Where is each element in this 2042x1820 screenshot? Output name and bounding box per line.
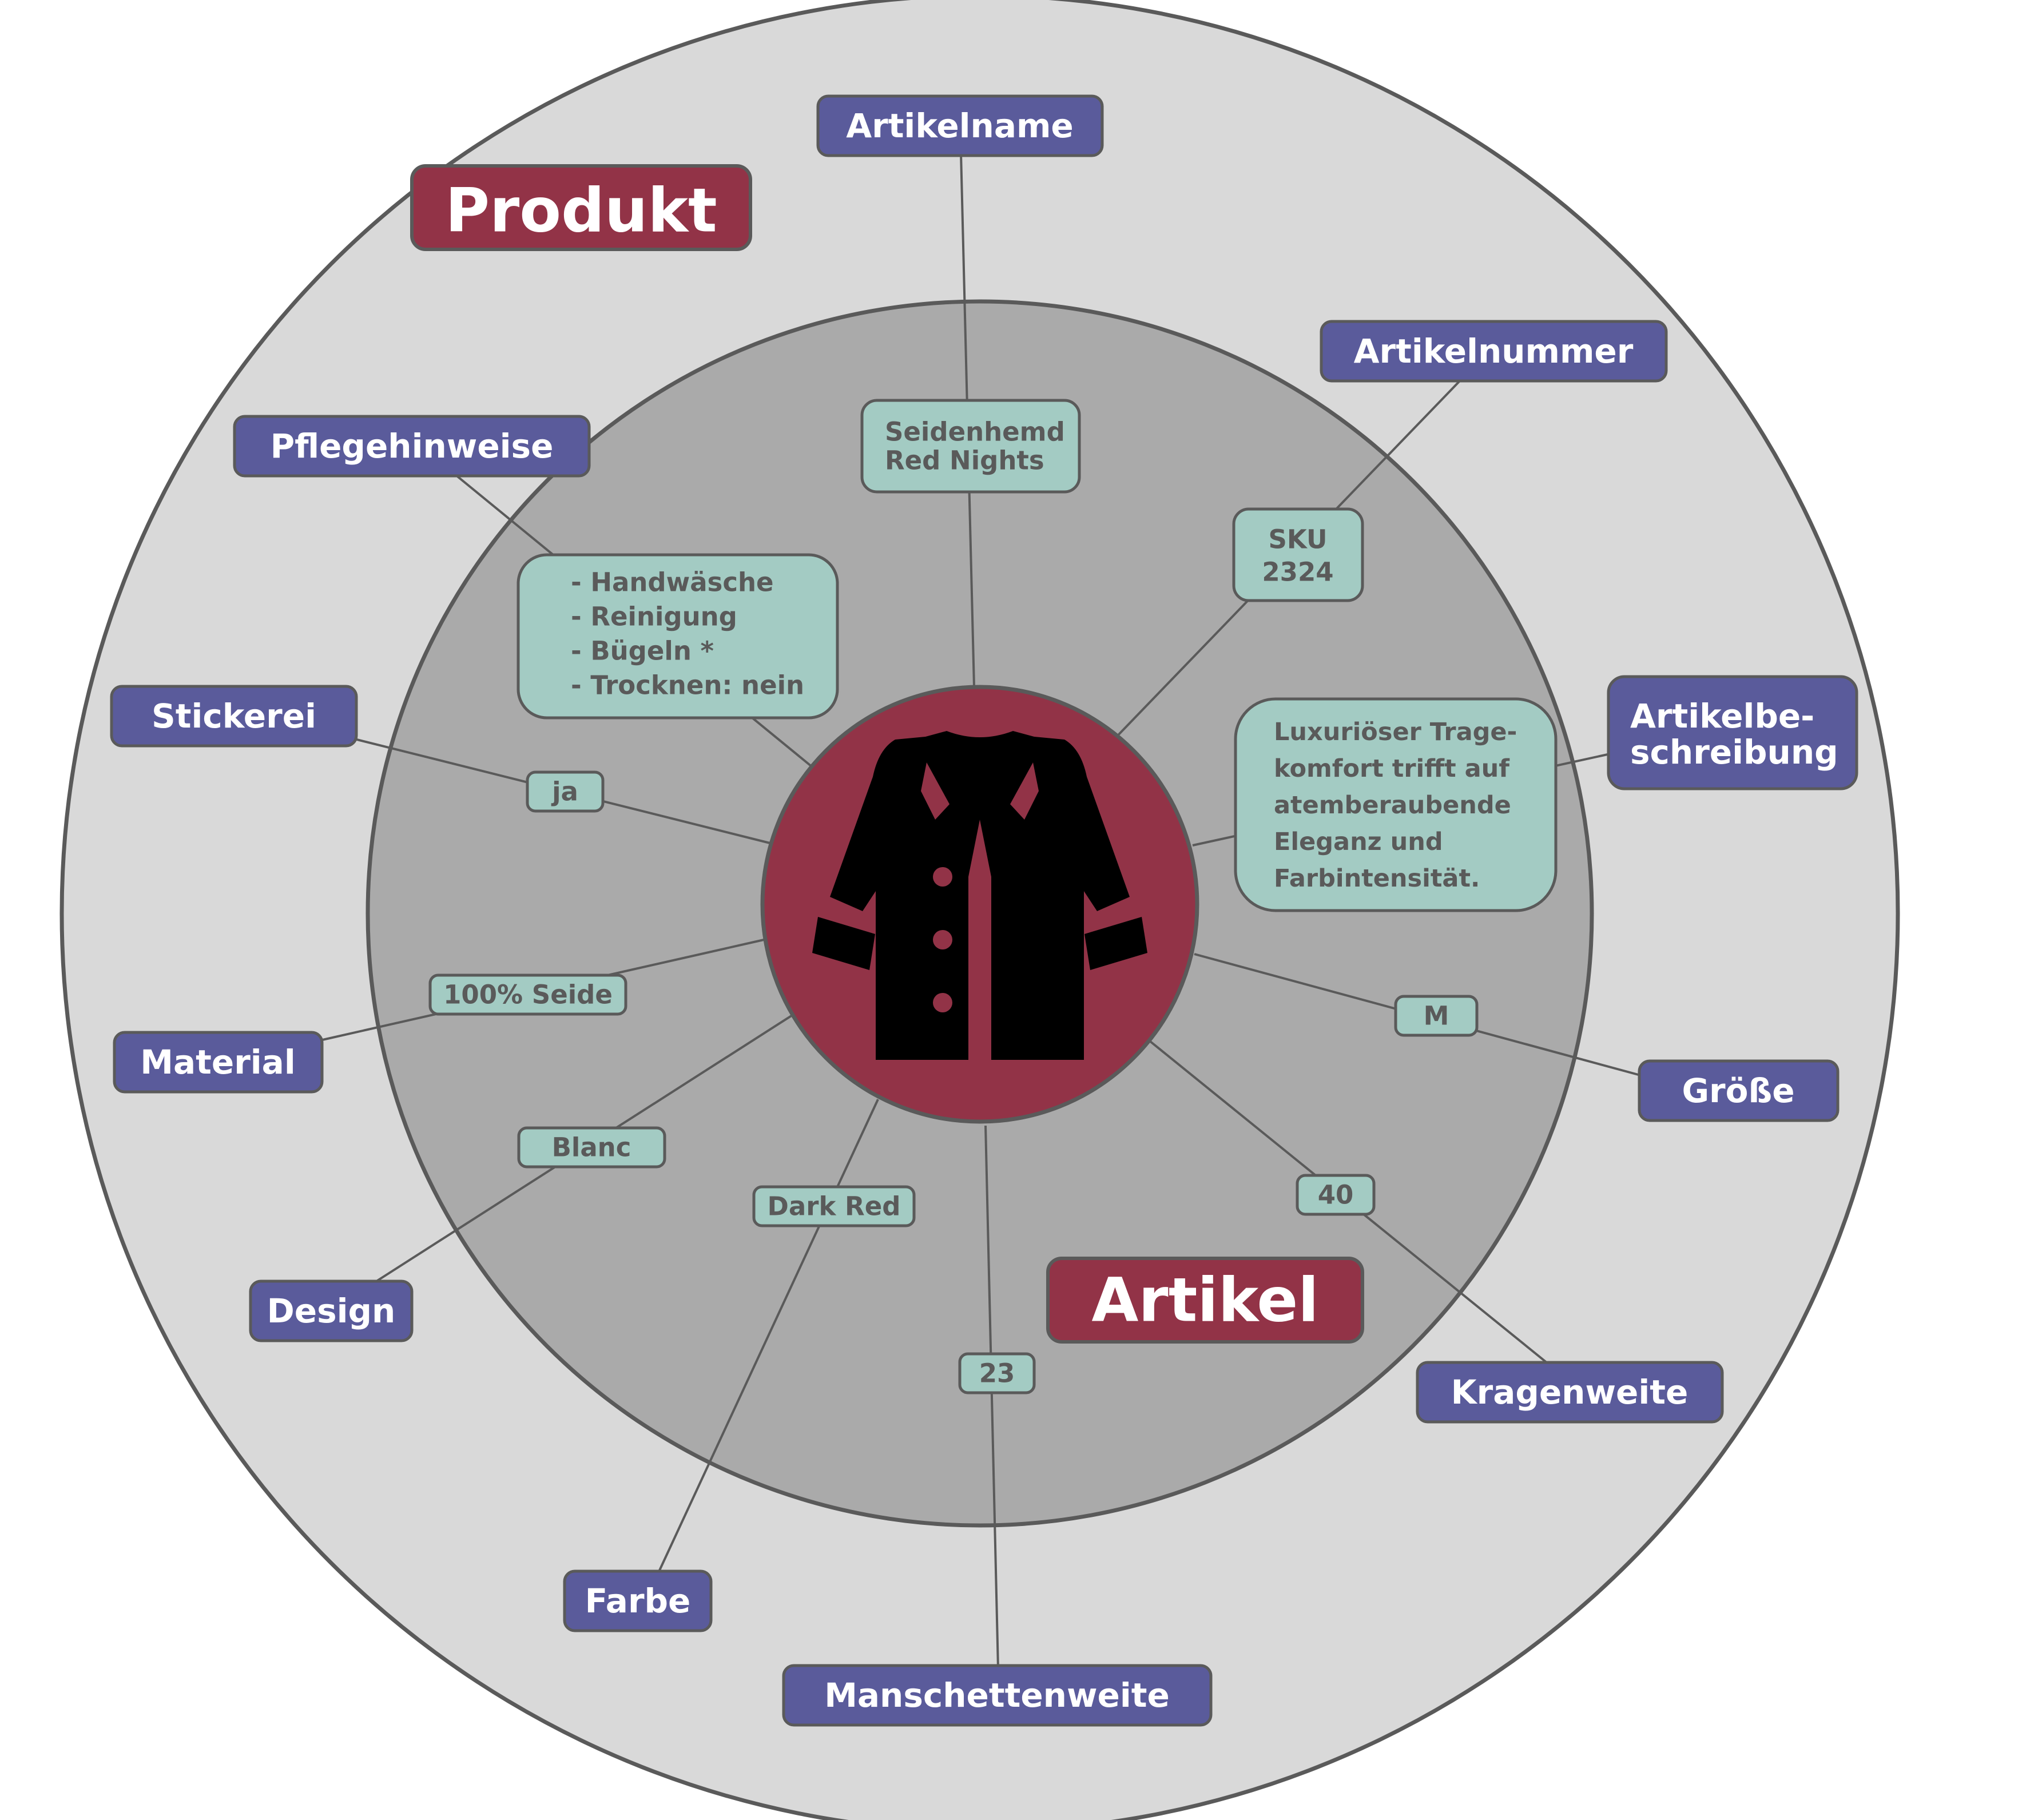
value-pflegehinweise-line-3: - Bügeln * [571, 636, 714, 666]
value-pflegehinweise-line-1: - Handwäsche [571, 567, 774, 598]
attribute-design-label: Design [267, 1292, 396, 1330]
attribute-artikelname: Artikelname [816, 94, 1104, 157]
value-artikelbeschreibung-line-1: Luxuriöser Trage- [1274, 718, 1517, 746]
attribute-artikelnummer: Artikelnummer [1320, 320, 1668, 383]
value-artikelbeschreibung-line-3: atemberaubende [1274, 791, 1511, 820]
attribute-farbe: Farbe [563, 1569, 713, 1632]
value-pflegehinweise-line-2: - Reinigung [571, 602, 737, 632]
attribute-artikelbeschreibung-line-2: schreibung [1630, 733, 1838, 772]
attribute-kragenweite: Kragenweite [1416, 1361, 1724, 1424]
value-artikelbeschreibung: Luxuriöser Trage- komfort trifft auf ate… [1234, 697, 1558, 912]
value-manschettenweite: 23 [958, 1352, 1036, 1394]
value-groesse-label: M [1424, 1001, 1449, 1031]
attribute-manschettenweite-label: Manschettenweite [824, 1676, 1170, 1715]
connector-manschettenweite [984, 1125, 999, 1670]
title-produkt: Produkt [410, 164, 752, 251]
value-artikelname-line-1: Seidenhemd [885, 417, 1065, 447]
attribute-stickerei-label: Stickerei [152, 697, 316, 736]
value-design-label: Blanc [552, 1132, 631, 1163]
attribute-material-label: Material [140, 1043, 295, 1082]
attribute-artikelbeschreibung-line-1: Artikelbe- [1630, 697, 1814, 736]
attribute-groesse-label: Größe [1682, 1071, 1794, 1110]
value-pflegehinweise: - Handwäsche - Reinigung - Bügeln * - Tr… [517, 553, 839, 720]
attribute-material: Material [113, 1031, 324, 1094]
attribute-artikelname-label: Artikelname [846, 106, 1074, 145]
attribute-farbe-label: Farbe [585, 1581, 691, 1620]
value-artikelname: Seidenhemd Red Nights [860, 399, 1081, 494]
shirt-button-1 [933, 867, 952, 887]
connector-farbe [657, 1099, 879, 1575]
value-farbe-label: Dark Red [768, 1191, 901, 1222]
attribute-groesse: Größe [1638, 1059, 1840, 1122]
attribute-kragenweite-label: Kragenweite [1451, 1373, 1689, 1412]
value-artikelnummer-line-2: 2324 [1262, 557, 1333, 587]
value-pflegehinweise-line-4: - Trocknen: nein [571, 670, 804, 701]
shirt-button-2 [933, 930, 952, 949]
shirt-right-collar [1010, 762, 1039, 820]
shirt-icon [812, 731, 1147, 1060]
attribute-design: Design [249, 1279, 414, 1342]
attribute-artikelbeschreibung: Artikelbe- schreibung [1607, 675, 1858, 790]
value-artikelbeschreibung-line-4: Eleganz und [1274, 828, 1443, 856]
shirt-left-collar [921, 762, 950, 820]
value-kragenweite: 40 [1296, 1174, 1376, 1216]
title-artikel-label: Artikel [1091, 1265, 1318, 1336]
value-artikelname-line-2: Red Nights [885, 446, 1044, 476]
value-kragenweite-label: 40 [1318, 1180, 1354, 1210]
value-artikelbeschreibung-line-5: Farbintensität. [1274, 864, 1480, 893]
attribute-artikelnummer-label: Artikelnummer [1354, 332, 1634, 371]
attribute-stickerei: Stickerei [110, 685, 358, 748]
value-material-label: 100% Seide [443, 980, 613, 1010]
value-manschettenweite-label: 23 [979, 1358, 1015, 1389]
value-design: Blanc [517, 1126, 666, 1169]
title-produkt-label: Produkt [445, 176, 717, 246]
value-stickerei-label: ja [551, 777, 578, 807]
value-farbe: Dark Red [752, 1185, 916, 1227]
attribute-pflegehinweise: Pflegehinweise [233, 415, 591, 478]
value-material: 100% Seide [428, 973, 627, 1016]
shirt-button-3 [933, 993, 952, 1012]
shirt-body-shape [830, 731, 1130, 1060]
value-artikelnummer-line-1: SKU [1268, 524, 1327, 555]
shirt-left-cuff [812, 917, 875, 970]
title-artikel: Artikel [1046, 1257, 1364, 1344]
value-stickerei: ja [526, 770, 605, 813]
shirt-right-cuff [1084, 917, 1147, 970]
value-groesse: M [1394, 995, 1479, 1037]
attribute-manschettenweite: Manschettenweite [782, 1664, 1213, 1727]
attribute-pflegehinweise-label: Pflegehinweise [271, 427, 554, 466]
value-artikelbeschreibung-line-2: komfort trifft auf [1274, 754, 1510, 783]
value-artikelnummer: SKU 2324 [1232, 507, 1364, 602]
